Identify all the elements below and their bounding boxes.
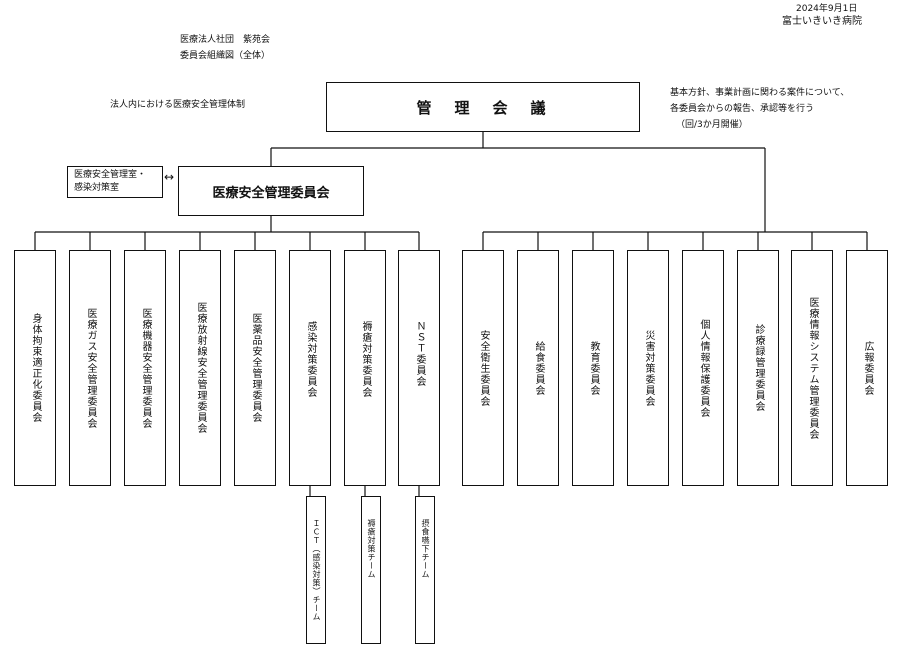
left-caption: 法人内における医療安全管理体制 — [110, 100, 246, 110]
safety-committee-title: 医療安全管理委員会 — [212, 185, 330, 201]
org-name: 医療法人社団 紫苑会 — [180, 35, 271, 45]
management-meeting-title: 管 理 会 議 — [416, 98, 550, 117]
safety-office-line-2: 感染対策室 — [74, 183, 120, 193]
committee-medical-records: 診療録管理委員会 — [737, 250, 779, 486]
top-note-1: 基本方針、事業計画に関わる案件について、 — [670, 88, 850, 98]
committee-label: 褥瘡対策委員会 — [360, 321, 371, 398]
bidirectional-arrow-icon: ↔ — [164, 170, 175, 184]
committee-label: 医療放射線安全管理委員会 — [195, 302, 206, 434]
management-meeting-box: 管 理 会 議 — [326, 82, 640, 132]
committee-label: 医療機器安全管理委員会 — [140, 307, 151, 429]
committee-label: 災害対策委員会 — [643, 329, 654, 407]
committee-nst: ＮＳＴ委員会 — [398, 250, 440, 486]
safety-committee-box: 医療安全管理委員会 — [178, 166, 364, 216]
top-note-3: （回/3か月開催） — [676, 120, 748, 130]
committee-label: 感染対策委員会 — [305, 321, 316, 398]
committee-label: 個人情報保護委員会 — [698, 318, 709, 418]
team-label: 褥瘡対策チーム — [367, 519, 376, 579]
committee-education: 教育委員会 — [572, 250, 614, 486]
committee-label: 医療ガス安全管理委員会 — [85, 307, 96, 429]
committee-label: 教育委員会 — [588, 340, 599, 396]
team-label: 摂食嚥下チーム — [421, 519, 430, 579]
committee-safety-health: 安全衛生委員会 — [462, 250, 504, 486]
committee-label: 給食委員会 — [533, 340, 544, 396]
team-label: ＩＣＴ（感染対策）チーム — [312, 519, 321, 621]
date-label: 2024年9月1日 — [796, 4, 858, 14]
committee-label: 広報委員会 — [862, 340, 873, 396]
committee-privacy: 個人情報保護委員会 — [682, 250, 724, 486]
committee-public-relations: 広報委員会 — [846, 250, 888, 486]
chart-title: 委員会組織図（全体） — [180, 51, 271, 61]
team-dysphagia: 摂食嚥下チーム — [415, 496, 435, 644]
committee-pharmaceutical: 医薬品安全管理委員会 — [234, 250, 276, 486]
committee-medical-gas: 医療ガス安全管理委員会 — [69, 250, 111, 486]
committee-info-system: 医療情報システム管理委員会 — [791, 250, 833, 486]
team-pressure-ulcer: 褥瘡対策チーム — [361, 496, 381, 644]
committee-label: ＮＳＴ委員会 — [414, 321, 425, 387]
safety-office-box: 医療安全管理室・ 感染対策室 — [67, 166, 163, 198]
committee-label: 身体拘束適正化委員会 — [30, 313, 41, 423]
committee-food-service: 給食委員会 — [517, 250, 559, 486]
team-ict: ＩＣＴ（感染対策）チーム — [306, 496, 326, 644]
safety-office-line-1: 医療安全管理室・ — [74, 170, 147, 180]
committee-infection: 感染対策委員会 — [289, 250, 331, 486]
committee-label: 安全衛生委員会 — [478, 329, 489, 407]
committee-medical-device: 医療機器安全管理委員会 — [124, 250, 166, 486]
committee-disaster: 災害対策委員会 — [627, 250, 669, 486]
committee-label: 診療録管理委員会 — [753, 324, 764, 412]
committee-restraint: 身体拘束適正化委員会 — [14, 250, 56, 486]
committee-label: 医薬品安全管理委員会 — [250, 313, 261, 423]
committee-label: 医療情報システム管理委員会 — [807, 296, 818, 440]
hospital-name: 富士いきいき病院 — [782, 16, 862, 27]
committee-radiation: 医療放射線安全管理委員会 — [179, 250, 221, 486]
committee-pressure-ulcer: 褥瘡対策委員会 — [344, 250, 386, 486]
top-note-2: 各委員会からの報告、承認等を行う — [670, 104, 815, 114]
